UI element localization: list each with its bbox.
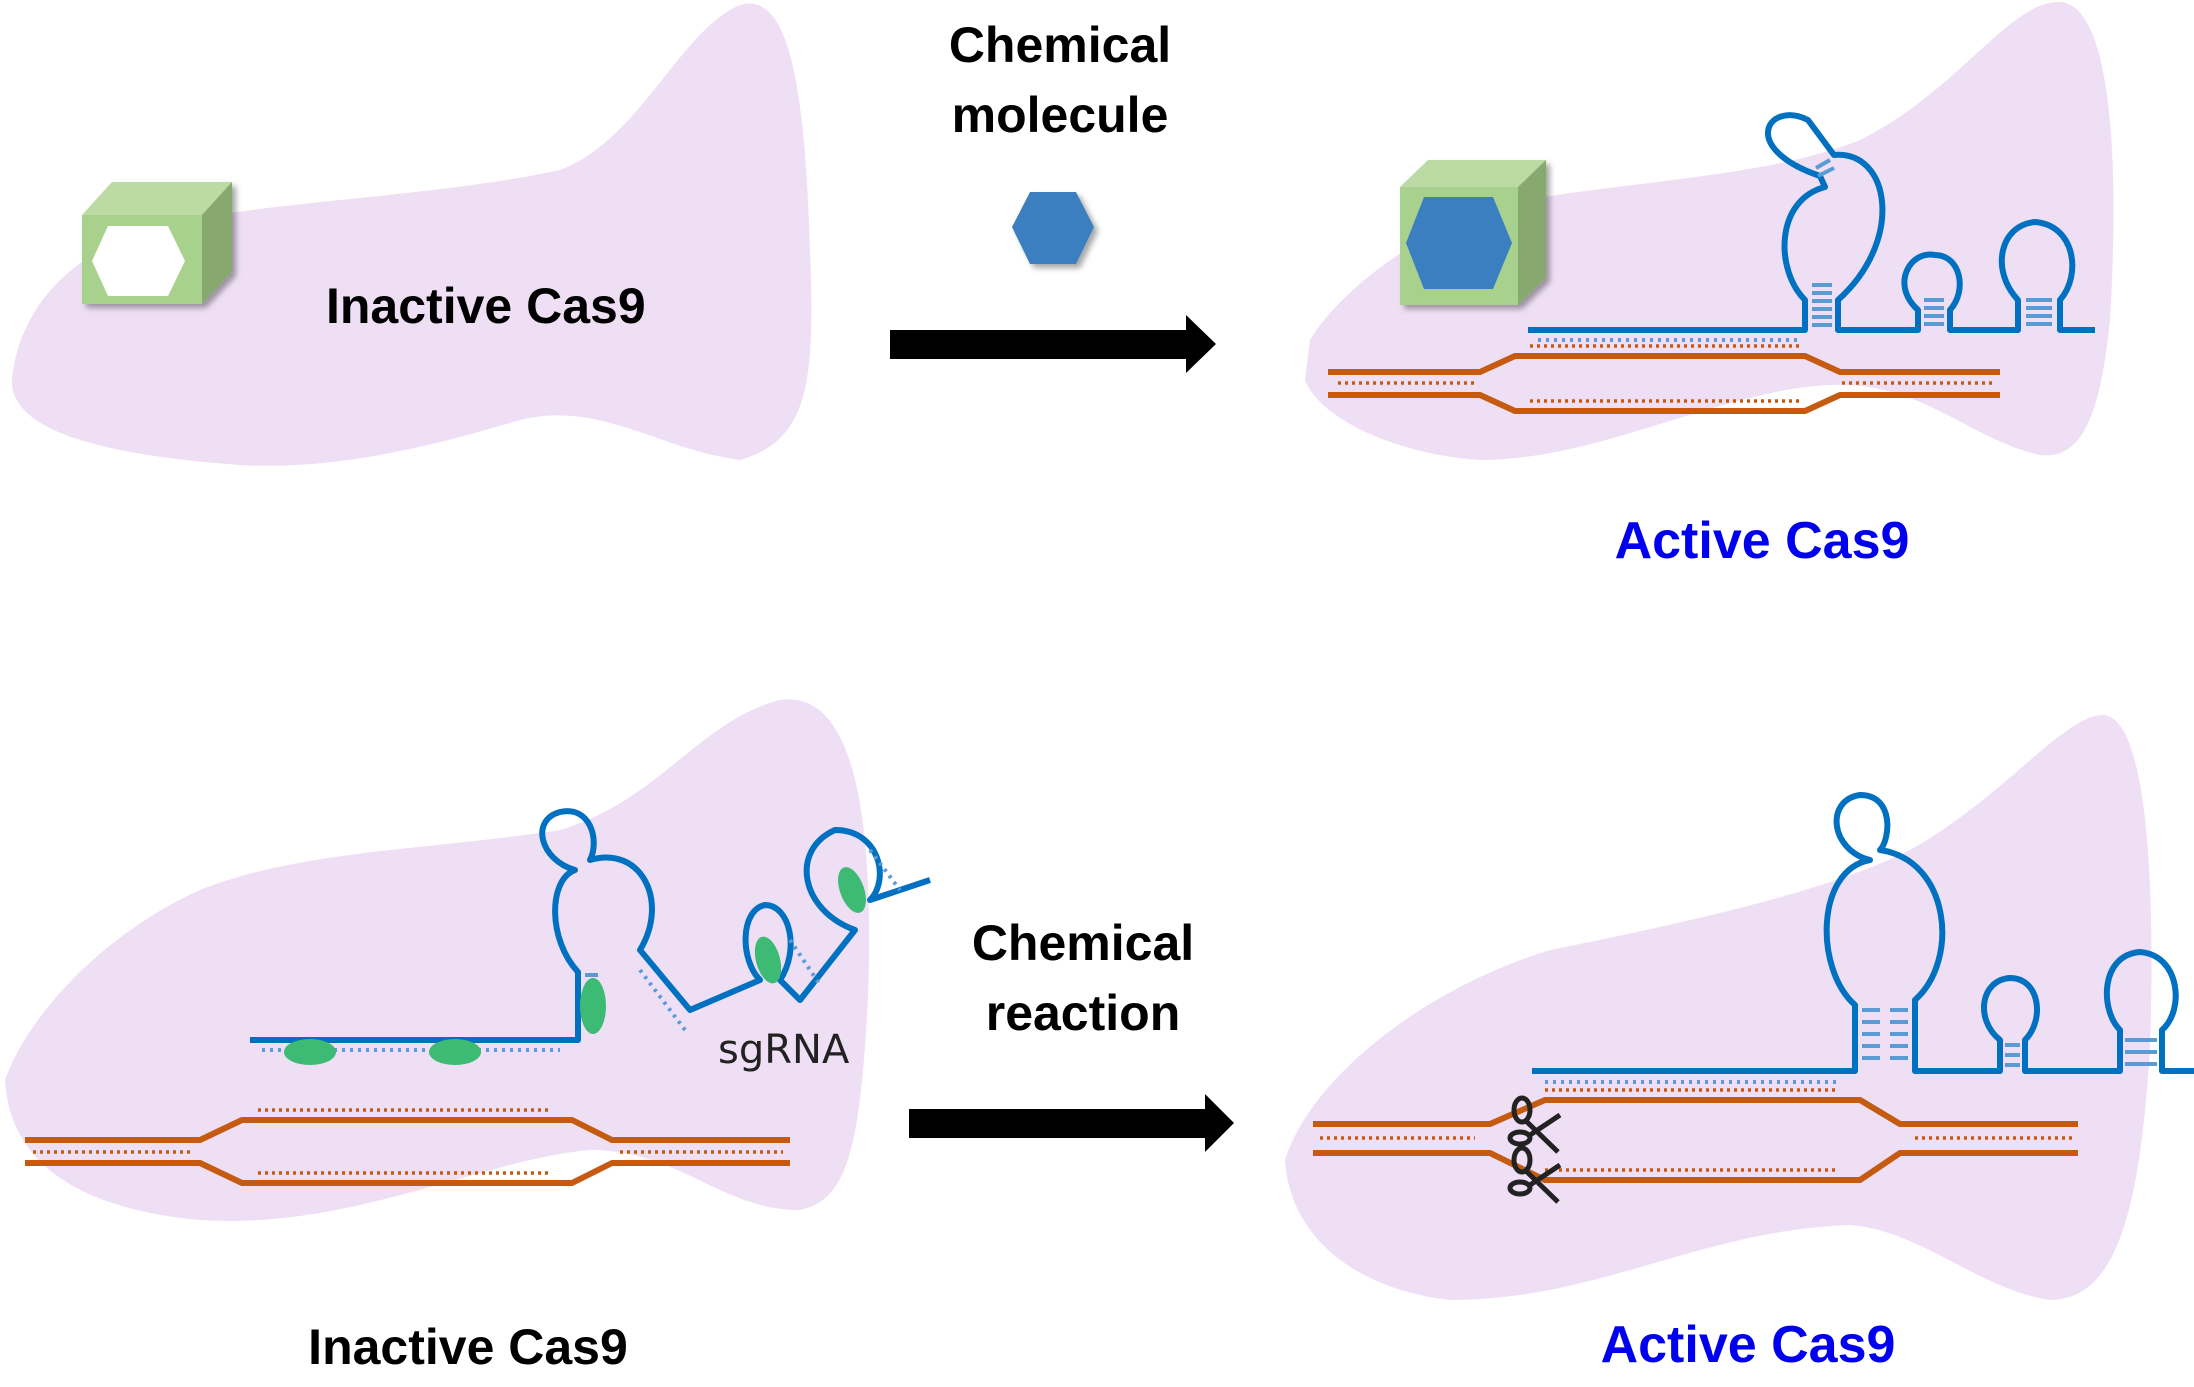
hexagon-icon <box>1012 192 1094 264</box>
target-dna <box>25 1108 790 1186</box>
chemical-reaction-label-line2: reaction <box>986 985 1181 1041</box>
cube-cage-icon <box>1400 160 1546 305</box>
inactive-cas9-label: Inactive Cas9 <box>326 278 646 334</box>
cas9-protein-blob <box>1305 1 2114 460</box>
panel-bottom-right: Active Cas9 <box>1285 714 2194 1374</box>
transition-bottom: Chemical reaction <box>909 915 1234 1152</box>
hexagon-icon <box>1406 197 1512 289</box>
target-dna <box>1313 1088 2078 1183</box>
cube-cage-icon <box>82 182 232 304</box>
target-dna <box>1328 344 2000 414</box>
inactive-cas9-label: Inactive Cas9 <box>308 1319 628 1375</box>
panel-bottom-left: sgRNA Inactive Cas9 <box>5 699 931 1375</box>
panel-top-left: Inactive Cas9 <box>11 3 812 466</box>
scissors-icon <box>1507 1095 1562 1154</box>
cas9-protein-blob <box>1285 714 2152 1300</box>
right-arrow-icon <box>890 315 1216 373</box>
sgrna <box>1532 792 2194 1084</box>
cas9-protein-blob <box>11 3 812 466</box>
cas9-protein-blob <box>5 699 870 1221</box>
panel-top-right: Active Cas9 <box>1305 1 2114 570</box>
transition-top: Chemical molecule <box>890 17 1216 373</box>
sgrna <box>1528 112 2095 342</box>
chemical-molecule-label-line1: Chemical <box>949 17 1171 73</box>
blocker-groups <box>284 867 866 1065</box>
right-arrow-icon <box>909 1094 1234 1152</box>
empty-pocket <box>92 226 185 296</box>
active-cas9-label: Active Cas9 <box>1601 1316 1896 1374</box>
chemical-reaction-label-line1: Chemical <box>972 915 1194 971</box>
scissors-icon <box>1507 1145 1562 1204</box>
chemical-molecule-label-line2: molecule <box>952 87 1169 143</box>
sgrna-label: sgRNA <box>718 1027 850 1073</box>
active-cas9-label: Active Cas9 <box>1615 512 1910 570</box>
